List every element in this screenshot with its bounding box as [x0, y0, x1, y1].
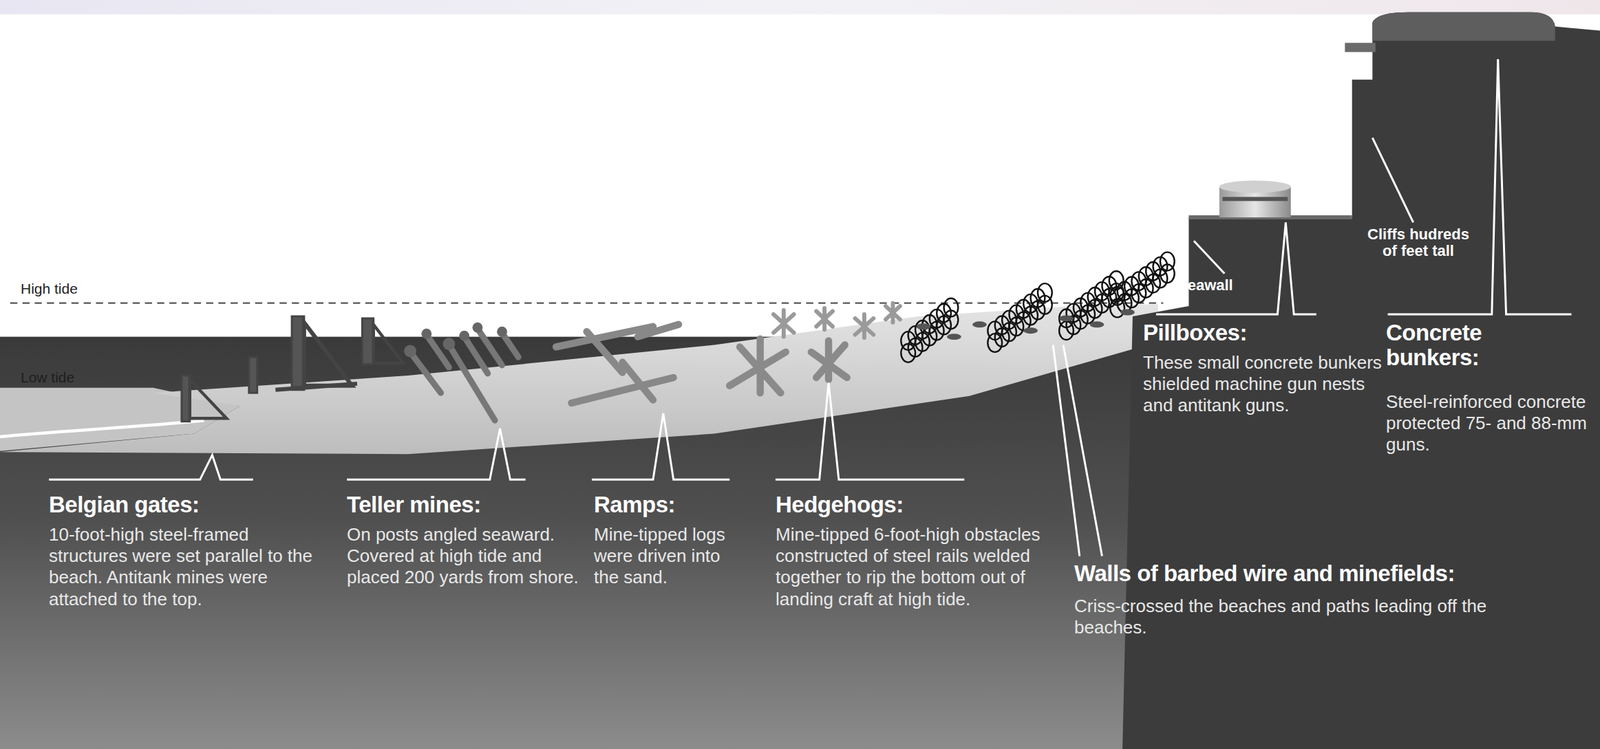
- land-mine: [1059, 315, 1074, 322]
- wire-coil: [944, 298, 959, 318]
- belgian-gate: [361, 318, 373, 365]
- wire-coil: [1160, 252, 1175, 272]
- bunker-gun: [1344, 42, 1375, 52]
- callout-heading: Belgian gates:: [48, 492, 325, 518]
- gate-brace: [373, 324, 404, 364]
- leader-line: [591, 413, 730, 480]
- beach-sand: [0, 304, 1159, 455]
- ramp-log: [571, 377, 674, 404]
- high-tide-line: [10, 302, 1164, 305]
- pillbox-slit: [1222, 196, 1288, 201]
- top-band: [0, 0, 1600, 15]
- leader-lines: [48, 59, 1572, 557]
- label-holder: Low tide: [20, 369, 164, 386]
- label-holder: Pillboxes:: [1143, 320, 1378, 346]
- leader-line: [1372, 137, 1413, 223]
- hedgehog: [773, 310, 795, 338]
- pillbox-top: [1219, 180, 1292, 194]
- label-holder: Mine-tipped logs were driven into the sa…: [593, 524, 747, 590]
- leader-line: [1193, 240, 1225, 274]
- label-holder: Concrete bunkers:: [1385, 320, 1539, 371]
- wire-coil: [1037, 283, 1053, 303]
- teller-mine: [472, 322, 484, 334]
- callout-text: Criss-crossed the beaches and paths lead…: [1074, 595, 1544, 639]
- barbed-wire: [900, 252, 1175, 363]
- label-holder: Teller mines:: [346, 492, 572, 518]
- land-mine: [946, 333, 962, 340]
- hedgehog: [855, 314, 874, 338]
- hedgehog-rail: [825, 341, 832, 380]
- land-mine: [1023, 327, 1038, 334]
- label-holder: These small concrete bunkers shielded ma…: [1143, 352, 1383, 418]
- teller-mine-posts: [403, 322, 519, 421]
- callout-heading: Hedgehogs:: [775, 492, 1021, 518]
- callout-heading: Pillboxes:: [1143, 320, 1378, 346]
- teller-mine: [403, 344, 417, 358]
- leader-line: [775, 382, 965, 480]
- hedgehog-rail: [756, 339, 764, 394]
- label-holder: Steel-reinforced concrete protected 75- …: [1385, 391, 1596, 457]
- leader-line: [1156, 222, 1317, 315]
- cliff: [1122, 12, 1600, 749]
- callout-text: Seawall: [1177, 277, 1280, 294]
- mine-post: [410, 352, 441, 393]
- callout-heading: Ramps:: [593, 492, 757, 518]
- land-mine: [972, 321, 987, 328]
- hedgehog: [816, 308, 833, 330]
- callout-heading: Teller mines:: [346, 492, 572, 518]
- land-mine: [916, 323, 932, 330]
- label-holder: On posts angled seaward. Covered at high…: [346, 524, 582, 590]
- callout-text: Mine-tipped 6-foot-high obstacles constr…: [775, 524, 1057, 611]
- belgian-gate: [249, 357, 258, 393]
- land-mine: [1120, 309, 1135, 316]
- callout-text: On posts angled seaward. Covered at high…: [346, 524, 582, 590]
- callout-text: Cliffs hudreds of feet tall: [1367, 226, 1470, 260]
- teller-mine: [443, 337, 456, 351]
- callout-text: Low tide: [20, 369, 164, 386]
- teller-mine: [459, 331, 470, 342]
- callout-text: 10-foot-high steel-framed structures wer…: [48, 524, 323, 611]
- gate-base: [275, 384, 358, 391]
- mine-post: [502, 333, 519, 358]
- label-holder: 10-foot-high steel-framed structures wer…: [48, 524, 323, 611]
- ramp-log: [622, 362, 653, 401]
- hedgehog: [885, 303, 901, 323]
- leader-line: [1388, 59, 1572, 315]
- callout-text: Steel-reinforced concrete protected 75- …: [1385, 391, 1596, 457]
- label-holder: Belgian gates:: [48, 492, 325, 518]
- label-holder: Seawall: [1177, 277, 1280, 294]
- concrete-bunker: [1372, 12, 1555, 42]
- label-holder: Cliffs hudreds of feet tall: [1367, 226, 1470, 260]
- label-holder: Walls of barbed wire and minefields:: [1074, 561, 1585, 587]
- label-holder: High tide: [20, 280, 164, 297]
- callout-heading: Walls of barbed wire and minefields:: [1074, 561, 1585, 587]
- label-holder: Hedgehogs:: [775, 492, 1021, 518]
- land-mine: [1090, 321, 1105, 328]
- teller-mine: [421, 328, 432, 340]
- callout-heading: Concrete bunkers:: [1385, 320, 1539, 371]
- callout-text: Mine-tipped logs were driven into the sa…: [593, 524, 747, 590]
- ramp-log: [587, 331, 623, 373]
- leader-line: [346, 428, 526, 480]
- teller-mine: [496, 326, 508, 338]
- distant-hedgehogs: [773, 303, 901, 338]
- ramps: [556, 324, 679, 404]
- gate-brace: [189, 379, 227, 419]
- ramp-log: [637, 324, 679, 338]
- leader-line: [48, 455, 254, 481]
- mine-post: [448, 344, 495, 421]
- surf-line: [0, 420, 205, 437]
- minefield: [916, 309, 1135, 341]
- callout-text: High tide: [20, 280, 164, 297]
- leader-line: [1063, 344, 1102, 557]
- label-holder: Criss-crossed the beaches and paths lead…: [1074, 595, 1544, 639]
- leader-line: [1052, 344, 1080, 557]
- label-holder: Ramps:: [593, 492, 757, 518]
- label-holder: Mine-tipped 6-foot-high obstacles constr…: [775, 524, 1057, 611]
- callout-text: These small concrete bunkers shielded ma…: [1143, 352, 1383, 418]
- belgian-gates: [181, 316, 404, 422]
- gate-brace: [304, 322, 353, 387]
